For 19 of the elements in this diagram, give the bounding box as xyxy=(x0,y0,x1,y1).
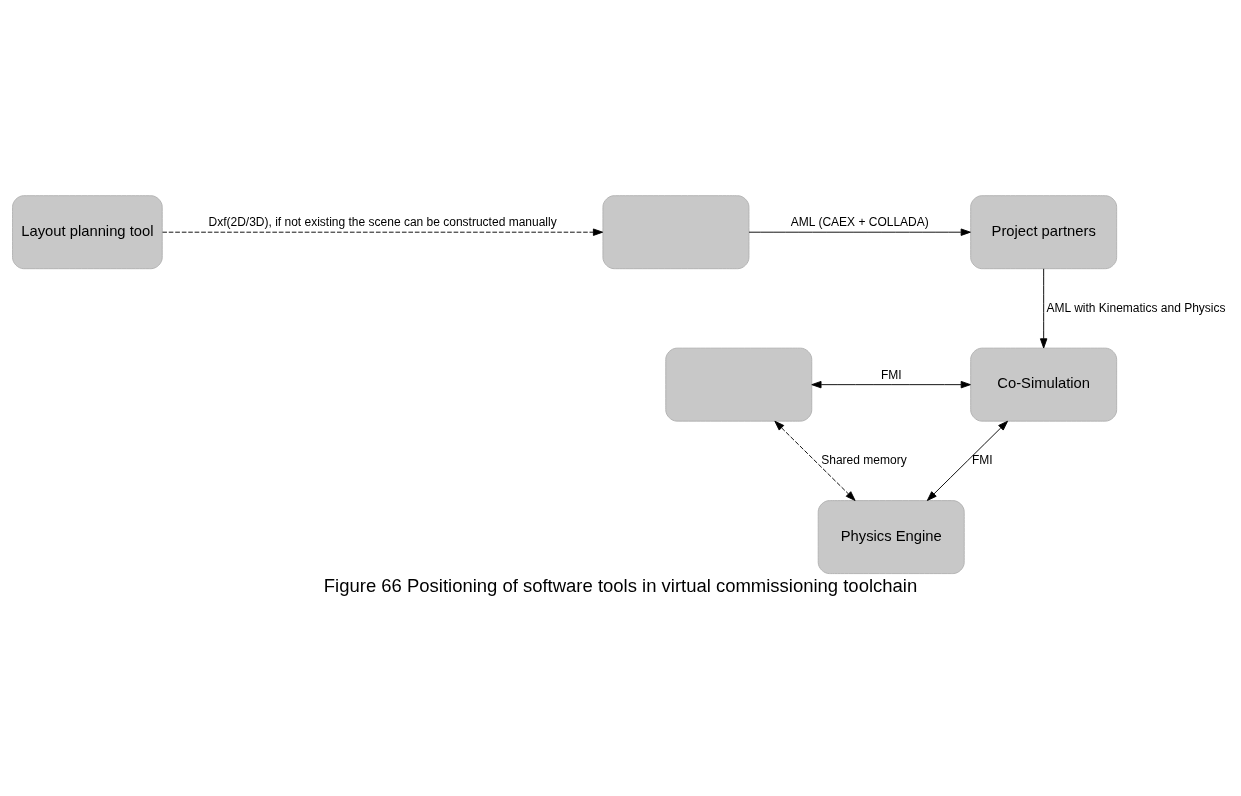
edge-label: FMI xyxy=(971,452,993,467)
arrow xyxy=(774,420,856,501)
edge-label: FMI xyxy=(880,367,902,382)
node-box: Physics Engine xyxy=(817,499,965,574)
edge-label: AML (CAEX + COLLADA) xyxy=(790,214,929,229)
caption: Figure 66 Positioning of software tools in virtual commissioning toolchain xyxy=(323,574,918,596)
node-box: Layout planning tool xyxy=(12,194,163,269)
node-box: Co-Simulation xyxy=(970,347,1118,422)
arrow xyxy=(926,420,1008,501)
edge-label: Shared memory xyxy=(821,452,907,467)
arrow xyxy=(162,228,604,236)
arrow xyxy=(811,380,971,388)
edge-label: AML with Kinematics and Physics xyxy=(1046,300,1226,315)
arrow xyxy=(748,228,971,236)
node-box: Project partners xyxy=(970,194,1118,269)
node-box xyxy=(602,194,750,269)
node-box xyxy=(665,347,813,422)
arrow xyxy=(1039,267,1048,348)
edge-label: Dxf(2D/3D), if not existing the scene can be constructed manually xyxy=(208,214,557,229)
